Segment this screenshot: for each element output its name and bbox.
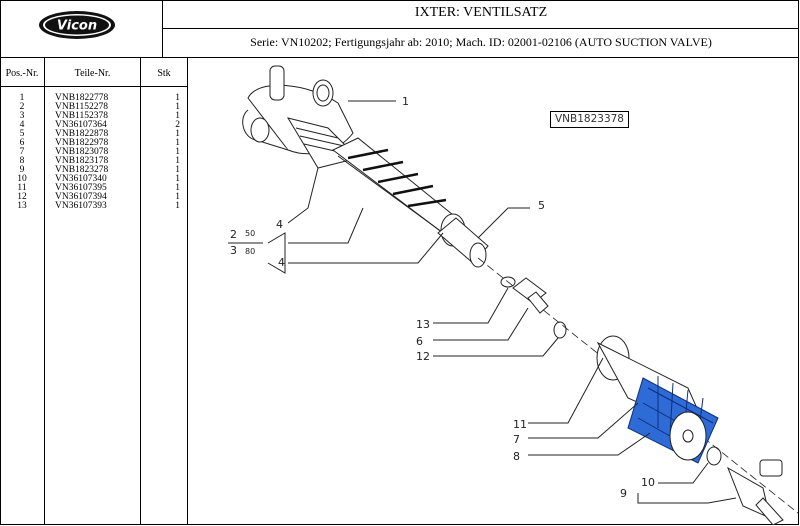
- header-pos: Pos.-Nr.: [5, 68, 39, 79]
- logo-cell: Vicon: [0, 0, 163, 58]
- pos-cell: 3: [19, 111, 25, 121]
- pos-cell: 12: [17, 192, 27, 202]
- part-number-cell: VNB1822878: [55, 129, 109, 139]
- strainer: [332, 137, 489, 268]
- callout-9: 9: [620, 487, 627, 500]
- callout-7: 7: [513, 433, 520, 446]
- callout-8: 8: [513, 450, 520, 463]
- part-number-cell: VNB1823278: [55, 165, 109, 175]
- subtitle-cell: Serie: VN10202; Fertigungsjahr ab: 2010;…: [163, 29, 799, 58]
- callout-13: 13: [416, 318, 430, 331]
- pos-cell: 5: [19, 129, 25, 139]
- o-ring-10: [706, 446, 722, 466]
- callout-1: 1: [402, 95, 409, 108]
- pos-cell: 1: [19, 93, 25, 103]
- logo-text: Vicon: [57, 19, 97, 34]
- pos-cell: 2: [19, 102, 25, 112]
- callout-12: 12: [416, 350, 430, 363]
- pos-cell: 13: [17, 201, 27, 211]
- part-number-cell: VNB1823078: [55, 147, 109, 157]
- o-ring-12: [553, 321, 567, 339]
- part-number-cell: VN36107393: [55, 201, 107, 211]
- callout-6: 6: [416, 335, 423, 348]
- quantity-cell: 1: [175, 156, 180, 166]
- quantity-cell: 1: [175, 102, 180, 112]
- part-number-cell: VNB1152378: [55, 111, 108, 121]
- callout-3-sub: 80: [245, 247, 255, 256]
- part-number-cell: VN36107394: [55, 192, 107, 202]
- page-subtitle: Serie: VN10202; Fertigungsjahr ab: 2010;…: [250, 35, 712, 49]
- title-cell: IXTER: VENTILSATZ: [163, 0, 799, 29]
- quantity-cell: 1: [175, 165, 180, 175]
- quantity-cell: 1: [175, 183, 180, 193]
- quantity-cell: 1: [175, 201, 180, 211]
- callout-2-sub: 50: [245, 229, 255, 238]
- callout-2: 2: [230, 228, 237, 241]
- part-number-cell: VN36107395: [55, 183, 107, 193]
- callout-4a: 4: [276, 218, 283, 231]
- reference-number: VNB1823378: [550, 111, 629, 128]
- header-qty: Stk: [157, 68, 171, 79]
- quantity-cell: 1: [175, 129, 180, 139]
- callout-11: 11: [513, 418, 527, 431]
- part-number-cell: VNB1152278: [55, 102, 108, 112]
- table-header: Pos.-Nr. Teile-Nr. Stk: [0, 58, 187, 87]
- quantity-cell: 1: [175, 192, 180, 202]
- vicon-logo: Vicon: [39, 11, 115, 39]
- quantity-cell: 1: [175, 111, 180, 121]
- quantity-cell: 2: [175, 120, 180, 130]
- part-number-cell: VN36107340: [55, 174, 107, 184]
- pos-cell: 6: [19, 138, 25, 148]
- pos-cell: 11: [17, 183, 27, 193]
- part-number-cell: VNB1823178: [55, 156, 109, 166]
- page-title: IXTER: VENTILSATZ: [414, 5, 548, 20]
- elbow-fitting: [727, 459, 784, 525]
- part-number-cell: VNB1822978: [55, 138, 109, 148]
- callout-3: 3: [230, 244, 237, 257]
- callout-10: 10: [641, 476, 655, 489]
- o-ring-13: [500, 276, 516, 288]
- column-divider: [44, 58, 45, 525]
- header-part: Teile-Nr.: [74, 68, 111, 79]
- pos-cell: 9: [19, 165, 25, 175]
- pos-cell: 10: [17, 174, 27, 184]
- pos-cell: 8: [19, 156, 25, 166]
- pos-cell: 7: [19, 147, 25, 157]
- quantity-cell: 1: [175, 138, 180, 148]
- pos-cell: 4: [19, 120, 25, 130]
- callout-5: 5: [538, 199, 545, 212]
- callout-4b: 4: [278, 256, 285, 269]
- part-number-cell: VNB1822778: [55, 93, 109, 103]
- column-divider: [140, 58, 141, 525]
- quantity-cell: 1: [175, 93, 180, 103]
- exploded-drawing: 1 4 2 50 3 80 4 5 13 6 12 11 7 8 10 9: [228, 65, 799, 525]
- quantity-cell: 1: [175, 147, 180, 157]
- cap-assembly: [596, 335, 719, 464]
- quantity-cell: 1: [175, 174, 180, 184]
- part-number-cell: VN36107364: [55, 120, 107, 130]
